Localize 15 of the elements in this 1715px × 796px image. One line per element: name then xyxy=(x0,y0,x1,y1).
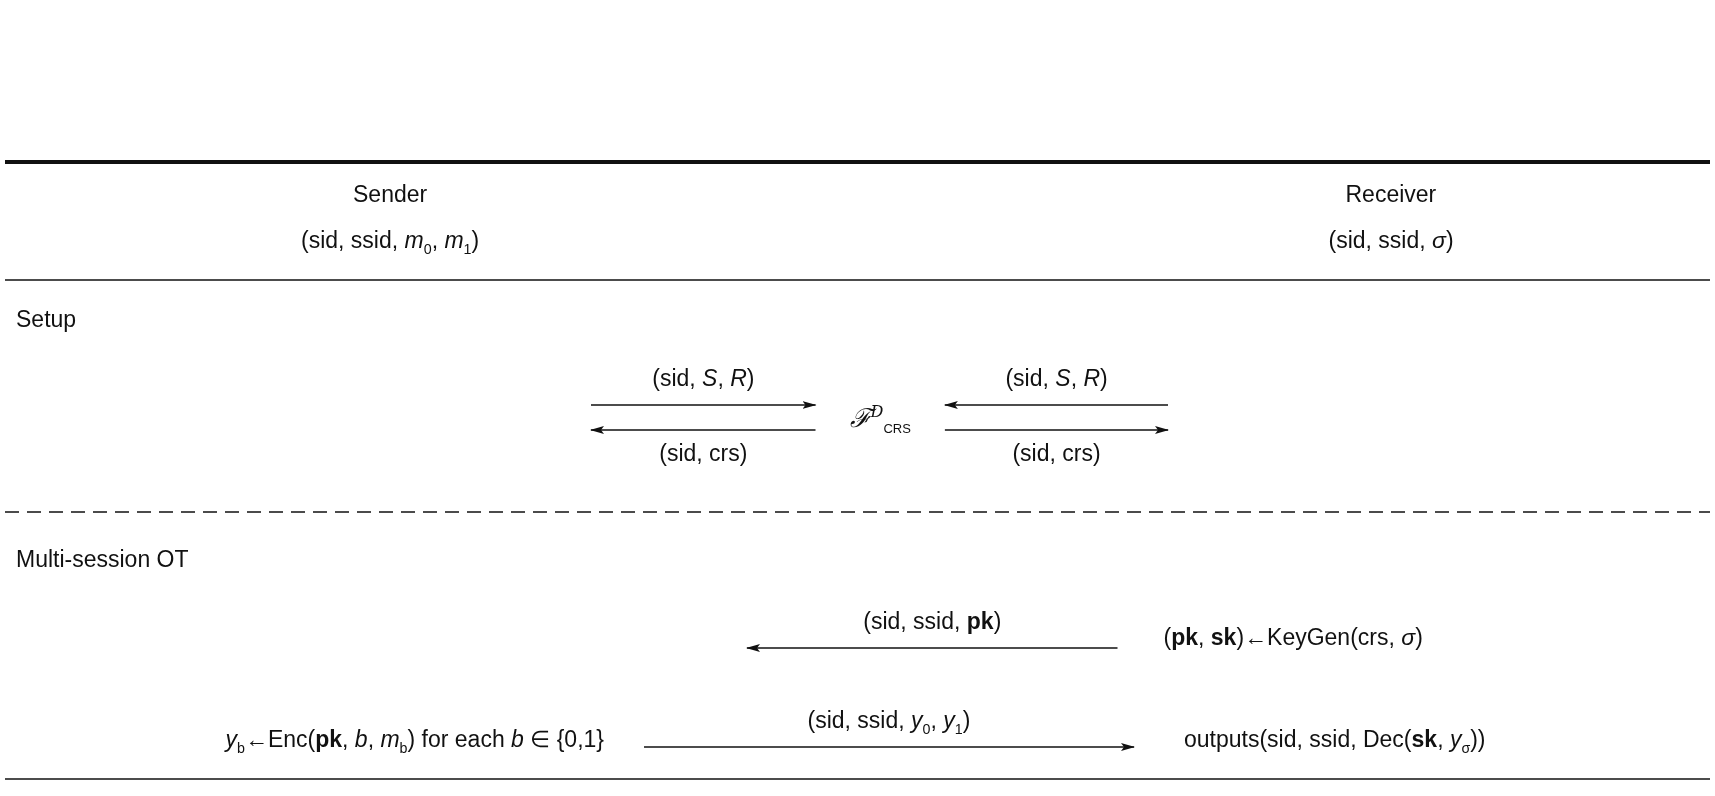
section-heading: Setup xyxy=(16,306,77,334)
party-inputs: (sid, ssid, σ) xyxy=(1328,227,1454,255)
arrow xyxy=(590,401,817,409)
party-inputs: (sid, ssid, m$_{0}$, m$_{1}$) xyxy=(301,227,480,255)
key-generation-step: (pk, sk)←KeyGen(crs, σ) xyxy=(1117,624,1469,652)
column-heading: Sender xyxy=(353,181,428,209)
arrow xyxy=(643,743,1135,751)
arrow xyxy=(944,426,1169,434)
encryption-step: y$_{b}$←Enc(pk, b, m$_{b}$) for each b ∈ {0,1} xyxy=(185,726,644,754)
output-step: outputs(sid, ssid, Dec(sk, y$_{σ}$)) xyxy=(1134,726,1536,754)
arrow xyxy=(943,401,1169,409)
arrow xyxy=(590,426,817,434)
column-heading: Receiver xyxy=(1345,181,1437,209)
section-heading: Multi-session OT xyxy=(16,546,189,574)
arrow xyxy=(746,644,1119,652)
